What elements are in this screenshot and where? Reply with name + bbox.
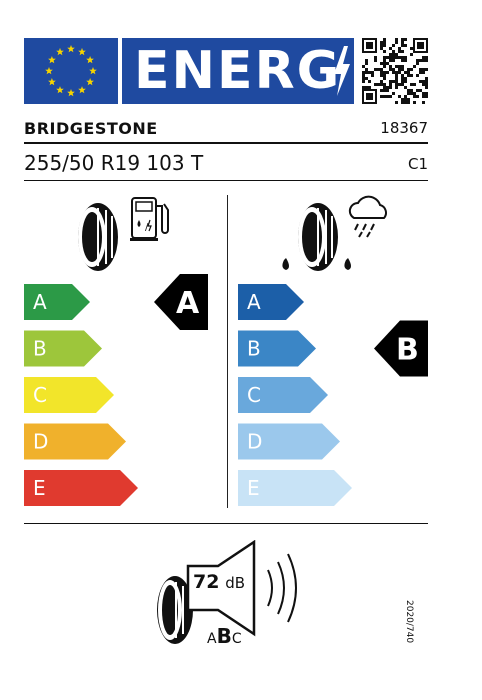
wet-grip-class-label: B xyxy=(247,337,261,361)
fuel-class-label: A xyxy=(33,290,47,314)
wet-grip-class-b-bar: B xyxy=(238,330,316,367)
eu-star-icon xyxy=(56,47,64,56)
eu-star-icon xyxy=(78,86,86,94)
noise-class-scale: ABC xyxy=(207,624,242,648)
wet-grip-class-label: A xyxy=(247,290,261,314)
noise-unit: dB xyxy=(225,574,245,592)
wet-grip-class-e-bar: E xyxy=(238,470,352,506)
energy-title: ENERG xyxy=(134,41,341,101)
wet-grip-rating-marker: B xyxy=(374,320,428,377)
wet-grip-rating-label: B xyxy=(396,333,419,368)
eu-star-icon xyxy=(48,78,56,86)
fuel-class-a-bar: A xyxy=(24,284,90,320)
wet-grip-class-label: E xyxy=(247,476,260,500)
noise-class-b: B xyxy=(216,624,232,648)
eu-star-icon xyxy=(86,78,94,86)
eu-star-icon xyxy=(67,89,75,97)
fuel-class-label: B xyxy=(33,337,47,361)
wet-grip-class-d-bar: D xyxy=(238,423,340,460)
wet-grip-class-a-bar: A xyxy=(238,284,304,320)
tyre-icon xyxy=(78,203,118,271)
noise-icon xyxy=(157,540,297,644)
eu-flag xyxy=(24,38,118,104)
fuel-class-label: D xyxy=(33,430,48,454)
wet-grip-class-label: D xyxy=(247,430,262,454)
eu-star-icon xyxy=(89,67,97,75)
supplier-name: BRIDGESTONE xyxy=(24,119,158,138)
rain-cloud-icon xyxy=(348,195,387,238)
eu-star-icon xyxy=(78,47,86,56)
tyre-size-designation: 255/50 R19 103 T xyxy=(24,151,204,175)
fuel-rating-label: A xyxy=(176,286,200,321)
divider xyxy=(24,180,428,181)
fuel-class-c-bar: C xyxy=(24,377,114,413)
fuel-class-b-bar: B xyxy=(24,330,102,367)
energy-banner xyxy=(122,38,354,104)
noise-class-c: C xyxy=(231,631,242,647)
fuel-rating-marker: A xyxy=(154,274,208,330)
fuel-class-e-bar: E xyxy=(24,470,138,506)
eu-star-icon xyxy=(56,86,64,94)
wet-grip-class-label: C xyxy=(247,383,261,407)
column-divider xyxy=(227,195,228,508)
wet-grip-class-c-bar: C xyxy=(238,377,328,413)
divider xyxy=(24,523,428,524)
noise-class-a: A xyxy=(207,631,217,647)
noise-db-number: 72 xyxy=(193,571,220,593)
eu-star-icon xyxy=(67,45,75,53)
energy-word: ENERG xyxy=(134,41,342,101)
fuel-class-label: E xyxy=(33,476,46,500)
noise-value: 72 dB xyxy=(193,571,245,593)
regulation-reference: 2020/740 xyxy=(404,600,414,644)
qr-code[interactable] xyxy=(360,36,430,106)
fuel-class-d-bar: D xyxy=(24,423,126,460)
tyre-class: C1 xyxy=(407,155,428,173)
eu-stars-icon xyxy=(45,45,97,97)
fuel-class-label: C xyxy=(33,383,47,407)
svg-text:/: / xyxy=(145,222,149,233)
eu-star-icon xyxy=(45,67,53,75)
eu-star-icon xyxy=(48,56,56,64)
eu-star-icon xyxy=(86,56,94,64)
product-identifier: 18367 xyxy=(380,119,428,137)
divider xyxy=(24,142,428,144)
fuel-pump-icon: / xyxy=(130,197,169,241)
lightning-icon xyxy=(334,46,350,96)
tyre-icon xyxy=(282,203,351,271)
